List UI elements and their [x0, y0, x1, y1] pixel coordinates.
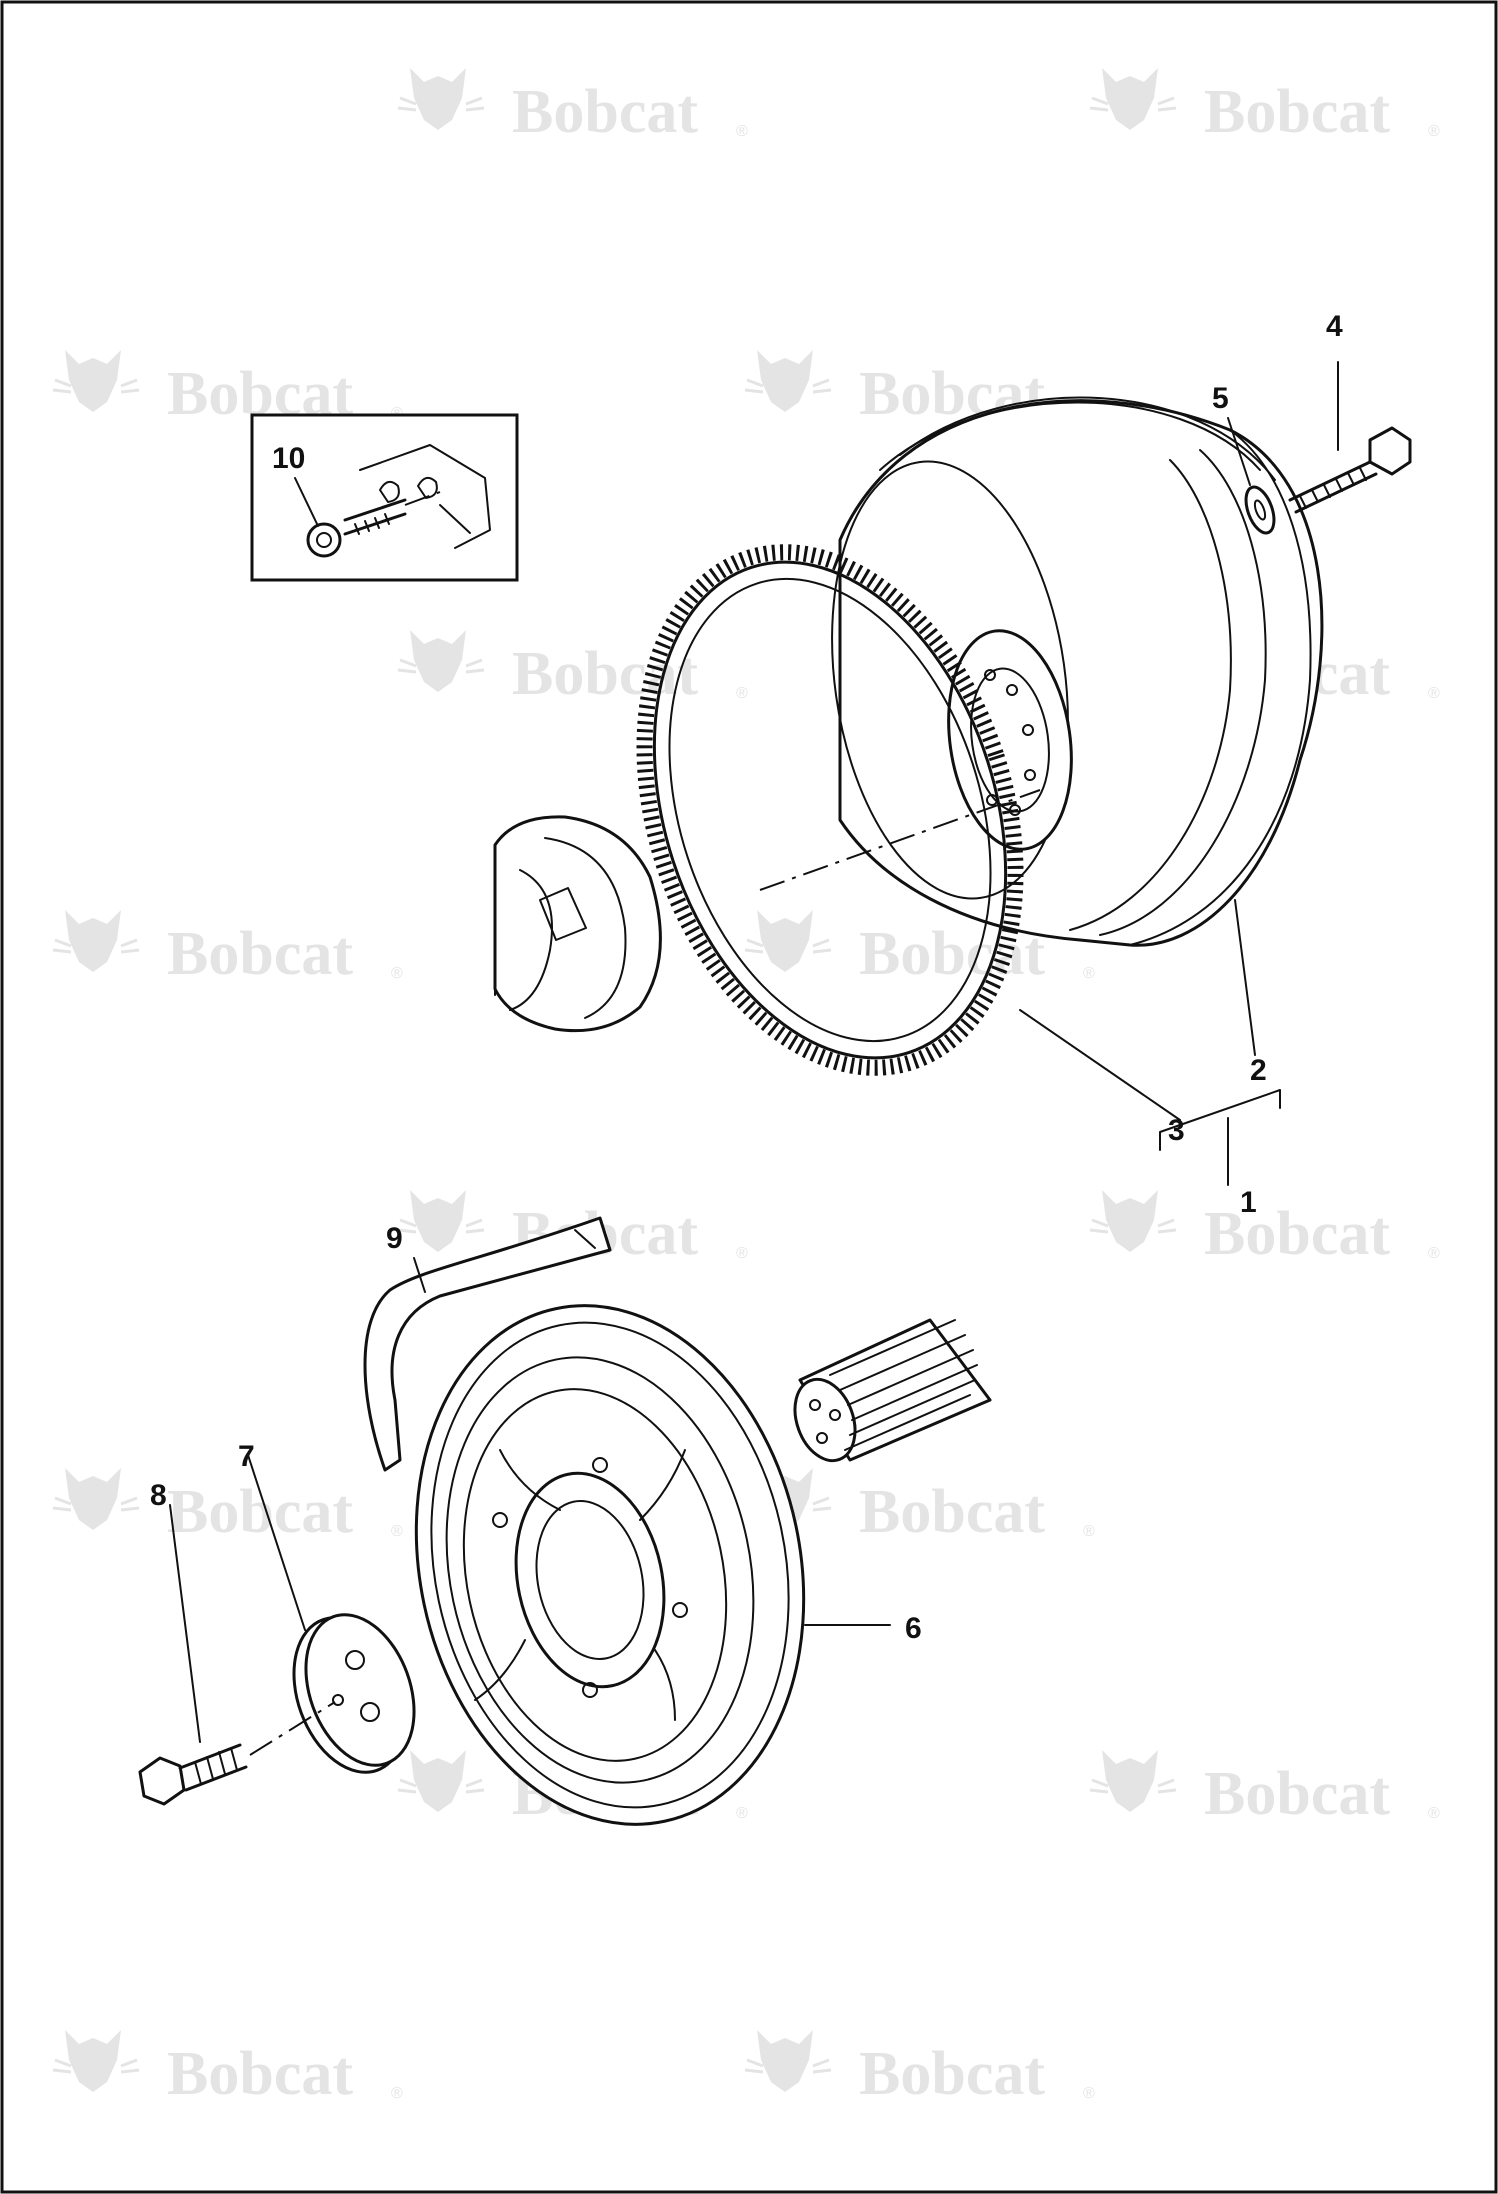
svg-text:®: ®	[736, 1805, 748, 1822]
svg-text:®: ®	[736, 123, 748, 140]
watermark-layer: Bobcat ® Bobcat ® Bobcat ® Bobcat ® Bobc…	[51, 66, 1440, 2108]
callout-1: 1	[1240, 1186, 1257, 1219]
callout-10: 10	[272, 442, 305, 475]
svg-text:Bobcat: Bobcat	[167, 2040, 353, 2108]
callout-3: 3	[1168, 1114, 1185, 1147]
svg-text:Bobcat: Bobcat	[1204, 1760, 1390, 1828]
crank-pulley	[414, 1304, 806, 1826]
svg-text:®: ®	[391, 965, 403, 982]
svg-text:Bobcat: Bobcat	[1204, 1200, 1390, 1268]
svg-text:®: ®	[736, 1245, 748, 1262]
watermark-logo: Bobcat ®	[51, 2028, 403, 2108]
svg-text:Bobcat: Bobcat	[859, 1478, 1045, 1546]
svg-text:Bobcat: Bobcat	[512, 640, 698, 708]
svg-text:®: ®	[736, 685, 748, 702]
svg-text:®: ®	[391, 2085, 403, 2102]
callout-6: 6	[905, 1612, 922, 1645]
watermark-logo: Bobcat ®	[743, 1466, 1095, 1546]
flywheel-assembly: 4 5 3 2 1	[493, 310, 1412, 1219]
watermark-logo: Bobcat ®	[1088, 1188, 1440, 1268]
callout-4: 4	[1326, 310, 1343, 343]
watermark-logo: Bobcat ®	[51, 908, 403, 988]
crankshaft-end	[493, 815, 662, 1033]
svg-text:®: ®	[1083, 965, 1095, 982]
pulley-bolt	[138, 1701, 336, 1806]
callout-9: 9	[386, 1222, 403, 1255]
watermark-logo: Bobcat ®	[396, 628, 748, 708]
flywheel-bolt	[1288, 426, 1412, 514]
svg-text:®: ®	[1083, 2085, 1095, 2102]
svg-text:Bobcat: Bobcat	[859, 2040, 1045, 2108]
inset-detail: 10	[250, 413, 519, 582]
spline-shaft	[793, 1318, 992, 1463]
svg-text:®: ®	[1428, 1805, 1440, 1822]
svg-text:®: ®	[1428, 123, 1440, 140]
watermark-logo: Bobcat ®	[1088, 66, 1440, 146]
svg-text:®: ®	[1428, 685, 1440, 702]
watermark-logo: Bobcat ®	[743, 2028, 1095, 2108]
watermark-logo: Bobcat ®	[1088, 1748, 1440, 1828]
watermark-logo: Bobcat ®	[396, 66, 748, 146]
callout-5: 5	[1212, 382, 1229, 415]
svg-text:Bobcat: Bobcat	[512, 78, 698, 146]
watermark-logo: Bobcat ®	[51, 1466, 403, 1546]
svg-text:Bobcat: Bobcat	[167, 1478, 353, 1546]
flywheel-washer	[1244, 485, 1276, 535]
flywheel-housing	[831, 396, 1324, 947]
svg-text:®: ®	[1428, 1245, 1440, 1262]
svg-text:®: ®	[1083, 1523, 1095, 1540]
callout-8: 8	[150, 1479, 167, 1512]
pulley-assembly: 9 7 8 6	[138, 1216, 992, 1826]
svg-text:®: ®	[391, 1523, 403, 1540]
callout-7: 7	[238, 1440, 255, 1473]
svg-text:Bobcat: Bobcat	[167, 920, 353, 988]
callout-2: 2	[1250, 1054, 1267, 1087]
pulley-washer	[292, 1613, 416, 1774]
svg-text:Bobcat: Bobcat	[1204, 78, 1390, 146]
drive-belt	[363, 1216, 612, 1472]
